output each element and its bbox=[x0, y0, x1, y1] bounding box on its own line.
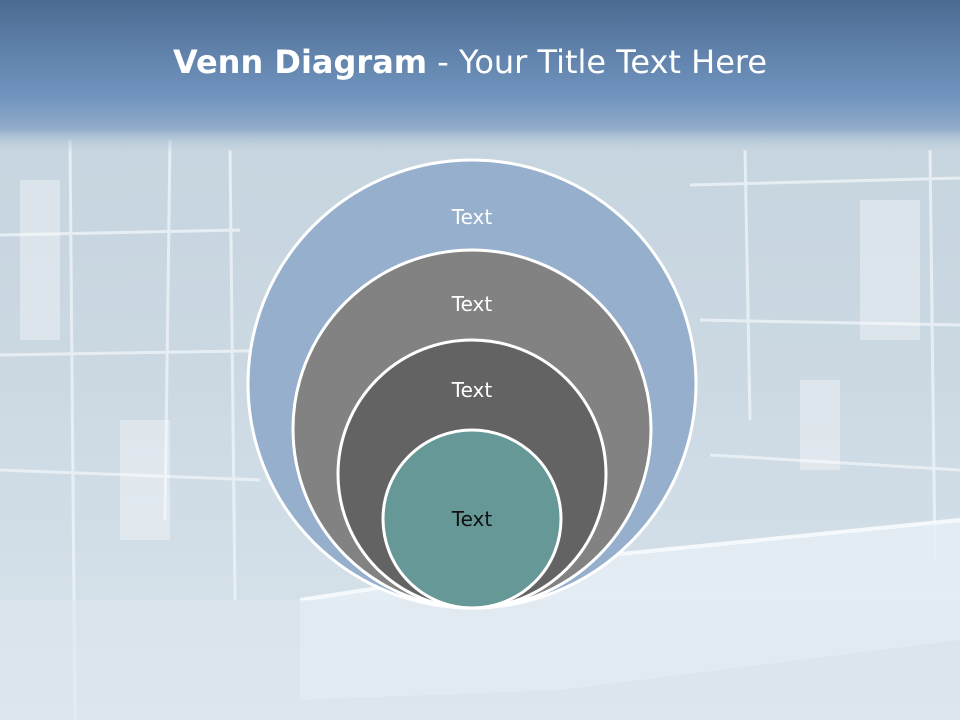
title-bold: Venn Diagram bbox=[172, 43, 428, 81]
slide-title: Venn Diagram - Your Title Text Here bbox=[0, 38, 940, 86]
title-rest: - Your Title Text Here bbox=[427, 43, 768, 81]
venn-circle-inner bbox=[381, 428, 563, 610]
venn-label-outer: Text bbox=[451, 205, 493, 229]
venn-label-inner: Text bbox=[451, 507, 493, 531]
venn-label-third: Text bbox=[451, 378, 493, 402]
venn-label-second: Text bbox=[451, 292, 493, 316]
